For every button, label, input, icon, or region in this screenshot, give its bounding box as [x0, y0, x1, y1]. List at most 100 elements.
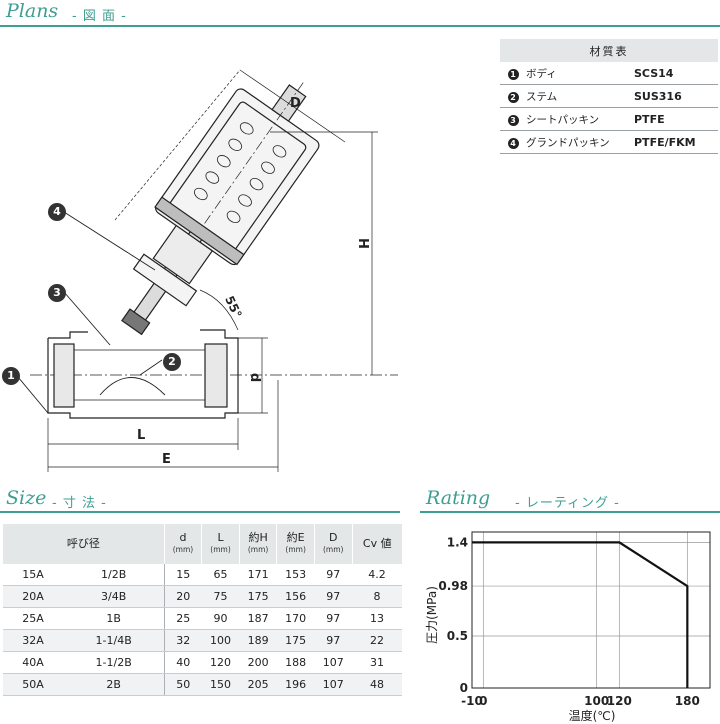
- material-part: ボディ: [526, 62, 634, 85]
- cell: 25: [164, 607, 202, 630]
- material-part: グランドパッキン: [526, 130, 634, 154]
- materials-row: 3 シートパッキン PTFE: [500, 107, 718, 131]
- valve-drawing: [17, 69, 398, 472]
- materials-header: 材質表: [500, 39, 718, 62]
- cell: 20A: [2, 585, 64, 608]
- cell: 188: [276, 651, 315, 674]
- cell: 175: [276, 629, 315, 652]
- dim-E-label: E: [162, 452, 171, 467]
- cell: 50A: [2, 673, 64, 696]
- dim-D-label: D: [290, 96, 301, 111]
- size-rule: [0, 511, 400, 513]
- materials-row: 2 ステム SUS316: [500, 84, 718, 108]
- material-number-badge: 4: [507, 137, 519, 149]
- cell: 31: [352, 651, 402, 674]
- material-value: PTFE: [634, 107, 718, 131]
- cell: 48: [352, 673, 402, 696]
- callout-4: 4: [48, 203, 66, 221]
- cell: 13: [352, 607, 402, 630]
- x-tick-label: -10: [461, 694, 483, 708]
- y-tick-label: 0: [460, 681, 468, 695]
- cell: 156: [276, 585, 315, 608]
- chart-x-axis-label: 温度(℃): [569, 708, 616, 723]
- cell: 20: [164, 585, 202, 608]
- cell: 187: [239, 607, 277, 630]
- y-tick-label: 0.98: [438, 579, 468, 593]
- chart-grid: [472, 532, 710, 688]
- cell: 8: [352, 585, 402, 608]
- rating-rule: [420, 511, 720, 513]
- header-E: 約E(mm): [276, 524, 315, 564]
- plans-title: Plans: [6, 0, 59, 22]
- cell: 1B: [63, 607, 165, 630]
- cell: 25A: [2, 607, 64, 630]
- cell: 65: [201, 564, 240, 586]
- cell: 2B: [63, 673, 165, 696]
- cell: 100: [201, 629, 240, 652]
- plot-frame: [471, 531, 711, 689]
- callout-2: 2: [163, 353, 181, 371]
- callout-1: 1: [2, 367, 20, 385]
- material-number-badge: 2: [507, 91, 519, 103]
- cell: 40A: [2, 651, 64, 674]
- material-part: シートパッキン: [526, 107, 634, 131]
- material-value: PTFE/FKM: [634, 130, 718, 154]
- cell: 32A: [2, 629, 64, 652]
- rating-subtitle: - レーティング -: [515, 496, 620, 511]
- cell: 175: [239, 585, 277, 608]
- dim-d-label: d: [247, 372, 263, 383]
- y-tick-label: 1.4: [447, 535, 468, 549]
- size-table: 呼び径 d(mm) L(mm) 約H(mm) 約E(mm) D(mm) Cv 値…: [2, 524, 402, 696]
- header-nominal: 呼び径: [2, 524, 165, 564]
- cell: 15: [164, 564, 202, 586]
- header-L: L(mm): [201, 524, 240, 564]
- cell: 107: [314, 651, 352, 674]
- cell: 189: [239, 629, 277, 652]
- cell: 171: [239, 564, 277, 586]
- cell: 15A: [2, 564, 64, 586]
- cell: 200: [239, 651, 277, 674]
- cell: 97: [314, 607, 352, 630]
- material-part: ステム: [526, 84, 634, 108]
- x-tick-label: 180: [675, 694, 700, 708]
- material-value: SCS14: [634, 62, 718, 85]
- cell: 97: [314, 564, 352, 586]
- header-d: d(mm): [163, 524, 202, 564]
- cell: 196: [276, 673, 315, 696]
- cell: 32: [164, 629, 202, 652]
- callout-3: 3: [48, 284, 66, 302]
- material-value: SUS316: [634, 84, 718, 108]
- size-subtitle: - 寸 法 -: [52, 496, 107, 511]
- material-number-badge: 1: [507, 68, 519, 80]
- x-tick-label: 0: [479, 694, 487, 708]
- size-title: Size: [6, 487, 47, 509]
- cell: 40: [164, 651, 202, 674]
- cell: 50: [164, 673, 202, 696]
- size-header-row: 呼び径 d(mm) L(mm) 約H(mm) 約E(mm) D(mm) Cv 値: [2, 524, 402, 564]
- rating-title: Rating: [426, 487, 491, 509]
- cell: 1/2B: [63, 564, 165, 586]
- x-tick-label: 100: [584, 694, 609, 708]
- cell: 3/4B: [63, 585, 165, 608]
- cell: 1-1/4B: [63, 629, 165, 652]
- plans-rule: [0, 25, 720, 27]
- cell: 4.2: [352, 564, 402, 586]
- header-H: 約H(mm): [238, 524, 277, 564]
- materials-row: 1 ボディ SCS14: [500, 62, 718, 85]
- cell: 120: [201, 651, 240, 674]
- cell: 90: [201, 607, 240, 630]
- x-tick-label: 120: [607, 694, 632, 708]
- cell: 170: [276, 607, 315, 630]
- material-number-badge: 3: [507, 114, 519, 126]
- cell: 153: [276, 564, 315, 586]
- rating-line: [472, 541, 689, 688]
- materials-row: 4 グランドパッキン PTFE/FKM: [500, 130, 718, 154]
- cell: 205: [239, 673, 277, 696]
